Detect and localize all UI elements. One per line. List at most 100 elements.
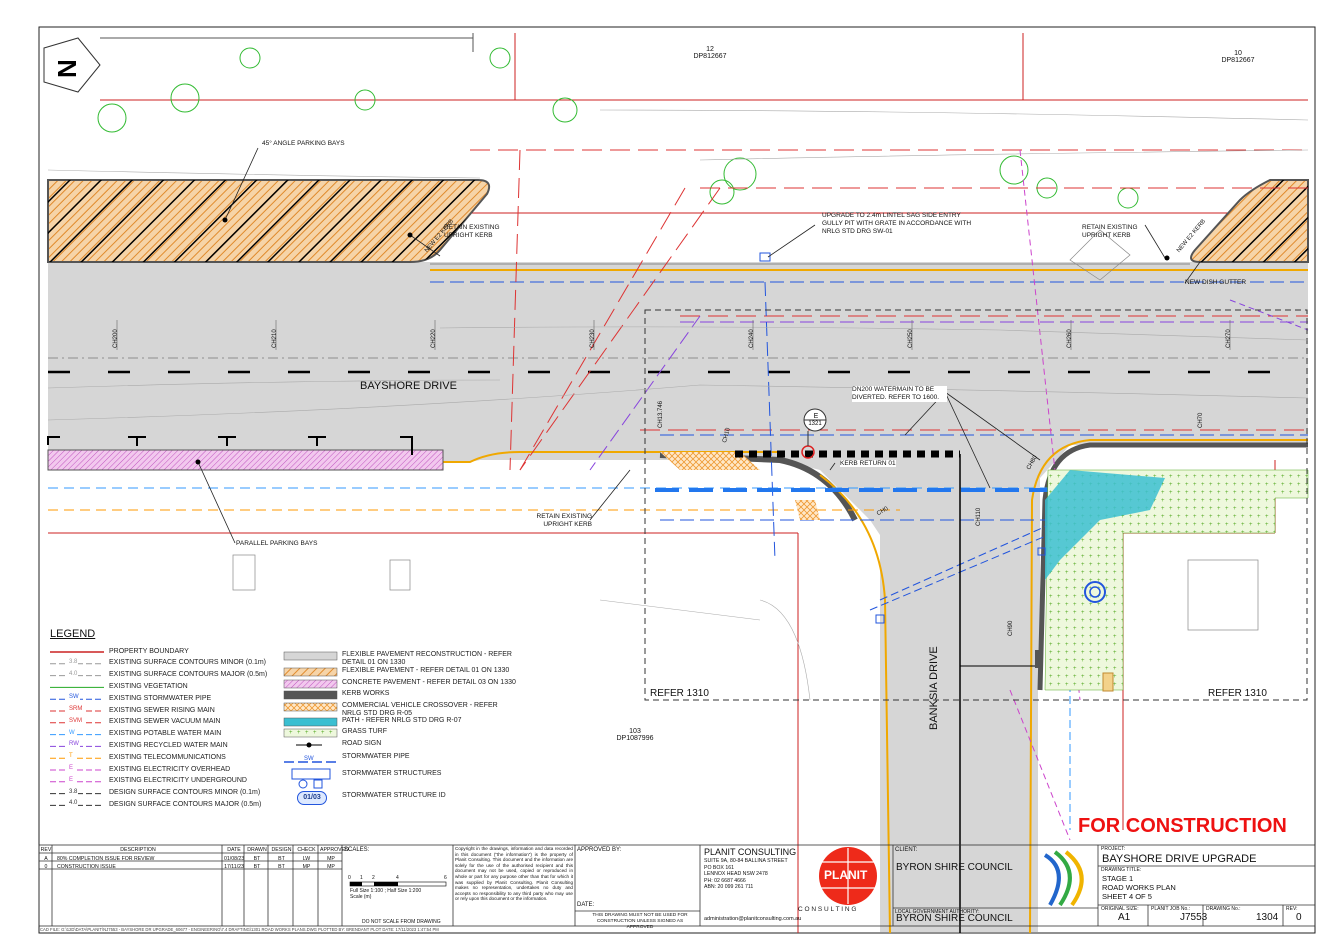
structure-grate-icon xyxy=(313,779,323,789)
rev-cell: LW xyxy=(302,856,311,862)
legend-key: 4.0 xyxy=(68,670,79,677)
angle-parking-bays xyxy=(47,179,1309,263)
kerb-lines xyxy=(48,263,1308,934)
consultant-name: PLANIT CONSULTING xyxy=(704,847,797,857)
legend-label: EXISTING SURFACE CONTOURS MINOR (0.1m) xyxy=(109,659,266,667)
structure-id: 1321 xyxy=(808,421,822,427)
orig-size: A1 xyxy=(1118,912,1131,923)
legend-label: DESIGN SURFACE CONTOURS MINOR (0.1m) xyxy=(109,789,261,797)
scale-tick-label: 2 xyxy=(372,875,375,881)
chainage-label: CH270 xyxy=(1226,329,1232,348)
legend-key: RW xyxy=(68,741,80,748)
legend-label: EXISTING SURFACE CONTOURS MAJOR (0.5m) xyxy=(109,671,268,679)
legend-label: EXISTING STORMWATER PIPE xyxy=(109,694,212,702)
stormwater-structure-icon xyxy=(291,768,331,780)
consultant-address: SUITE 9A, 80-84 BALLINA STREET PO BOX 16… xyxy=(704,858,788,891)
drawing-title-label: DRAWING TITLE: xyxy=(1101,867,1142,873)
legend-label: PROPERTY BOUNDARY xyxy=(109,647,189,655)
refer-label-left: REFER 1310 xyxy=(650,688,709,699)
legend-key: T xyxy=(68,753,74,760)
legend-swatch xyxy=(283,717,338,727)
structure-id-sample: 01/03 xyxy=(297,791,327,805)
parallel-parking-bays xyxy=(47,449,444,471)
rev-header-cell: REV xyxy=(40,847,52,853)
consultant-email: administration@planitconsulting.com.au xyxy=(704,916,802,922)
legend-label: STORMWATER STRUCTURES xyxy=(342,770,442,777)
chainage-label: CH210 xyxy=(272,329,278,348)
legend-swatch xyxy=(283,702,338,712)
scales-title: SCALES: xyxy=(344,847,370,853)
drawing-number-label: DRAWING No.: xyxy=(1206,906,1241,912)
parallel-parking-label: PARALLEL PARKING BAYS xyxy=(236,540,318,547)
lga-name: BYRON SHIRE COUNCIL xyxy=(896,913,1013,924)
legend-label: EXISTING RECYCLED WATER MAIN xyxy=(109,741,228,749)
scale-tick-label: 1 xyxy=(360,875,363,881)
drawing-number: 1304 xyxy=(1256,912,1279,923)
legend-swatch xyxy=(283,651,338,661)
legend-key: SRM xyxy=(68,706,84,712)
stormwater-structure-icon xyxy=(801,408,827,459)
rev-cell: MP xyxy=(302,864,311,870)
client-label: CLIENT: xyxy=(895,847,918,853)
rev-cell: BT xyxy=(253,864,261,870)
retain-kerb-label-2: RETAIN EXISTING UPRIGHT KERB xyxy=(1082,224,1138,239)
angle-parking-label: 45° ANGLE PARKING BAYS xyxy=(262,140,345,147)
path-area xyxy=(1045,470,1165,580)
rev-cell: BT xyxy=(253,856,261,862)
legend-label: ROAD SIGN xyxy=(342,740,382,747)
retain-kerb-label-1: RETAIN EXISTING UPRIGHT KERB xyxy=(444,224,500,239)
legend-label: EXISTING SEWER VACUUM MAIN xyxy=(109,718,221,726)
ch90-label: CH90 xyxy=(1008,620,1014,636)
rev-cell: CONSTRUCTION ISSUE xyxy=(57,864,116,870)
scale-unit: Scale (m) xyxy=(350,894,372,900)
client-name: BYRON SHIRE COUNCIL xyxy=(896,862,1013,873)
rev-value: 0 xyxy=(1296,912,1302,923)
rev-cell: BT xyxy=(278,864,285,870)
legend-label: KERB WORKS xyxy=(342,690,390,697)
rev-cell: 0 xyxy=(44,864,48,870)
north-arrow-icon: N xyxy=(43,37,101,93)
rev-label: REV: xyxy=(1286,906,1298,912)
structure-pit-icon xyxy=(298,779,308,789)
rev-header-cell: CHECK xyxy=(297,847,316,853)
legend-label: GRASS TURF xyxy=(342,728,387,735)
ch13-label: CH13.746 xyxy=(658,400,664,428)
sw-key: SW xyxy=(304,756,314,762)
legend-title: LEGEND xyxy=(50,628,96,640)
copyright-text: Copyright in the drawings, information a… xyxy=(455,846,573,902)
legend-swatch xyxy=(283,679,338,689)
legend-label: EXISTING ELECTRICITY UNDERGROUND xyxy=(109,777,247,785)
watermain-label: DN200 WATERMAIN TO BE DIVERTED. REFER TO… xyxy=(852,386,947,402)
byron-shire-logo xyxy=(1043,850,1084,907)
rev-header-cell: DESIGN xyxy=(271,847,292,853)
cad-file-path: CAD FILE: G:\12D\DATA\PLANIT\NJ7553 - BA… xyxy=(40,927,439,932)
rev-cell: MP xyxy=(327,864,335,870)
chainage-label: CH230 xyxy=(590,329,596,348)
legend-label: EXISTING ELECTRICITY OVERHEAD xyxy=(109,765,231,773)
refer-box xyxy=(644,309,1308,701)
chainage-label: CH240 xyxy=(749,329,755,348)
legend-label: PATH - REFER NRLG STD DRG R-07 xyxy=(342,717,462,724)
not-for-construction-note: THIS DRAWING MUST NOT BE USED FOR CONSTR… xyxy=(592,913,688,930)
drawing-title: STAGE 1 ROAD WORKS PLAN SHEET 4 OF 5 xyxy=(1102,874,1176,901)
project-label: PROJECT: xyxy=(1101,846,1126,852)
rev-cell: 80% COMPLETION ISSUE FOR REVIEW xyxy=(57,856,155,862)
scale-full-size: Full Size 1:100 ; Half Size 1:200 xyxy=(350,888,422,894)
legend-key: SVM xyxy=(68,717,84,724)
for-construction-stamp: FOR CONSTRUCTION xyxy=(1078,815,1287,837)
legend-swatch xyxy=(283,667,338,677)
scale-tick-label: 6 xyxy=(444,875,447,881)
chainage-label: CH260 xyxy=(1067,329,1073,348)
job-number: J7553 xyxy=(1180,912,1208,923)
chainage-markers xyxy=(116,320,1231,350)
rev-header-cell: DRAWN xyxy=(247,847,267,853)
planit-logo-sub: C O N S U L T I N G xyxy=(798,906,857,913)
rev-cell: BT xyxy=(278,856,285,862)
legend-label: FLEXIBLE PAVEMENT RECONSTRUCTION - REFER… xyxy=(342,651,512,666)
upgrade-pit-label: UPGRADE TO 2.4m LINTEL SAG SIDE ENTRY GU… xyxy=(822,212,972,235)
rev-header-cell: DESCRIPTION xyxy=(120,847,156,853)
